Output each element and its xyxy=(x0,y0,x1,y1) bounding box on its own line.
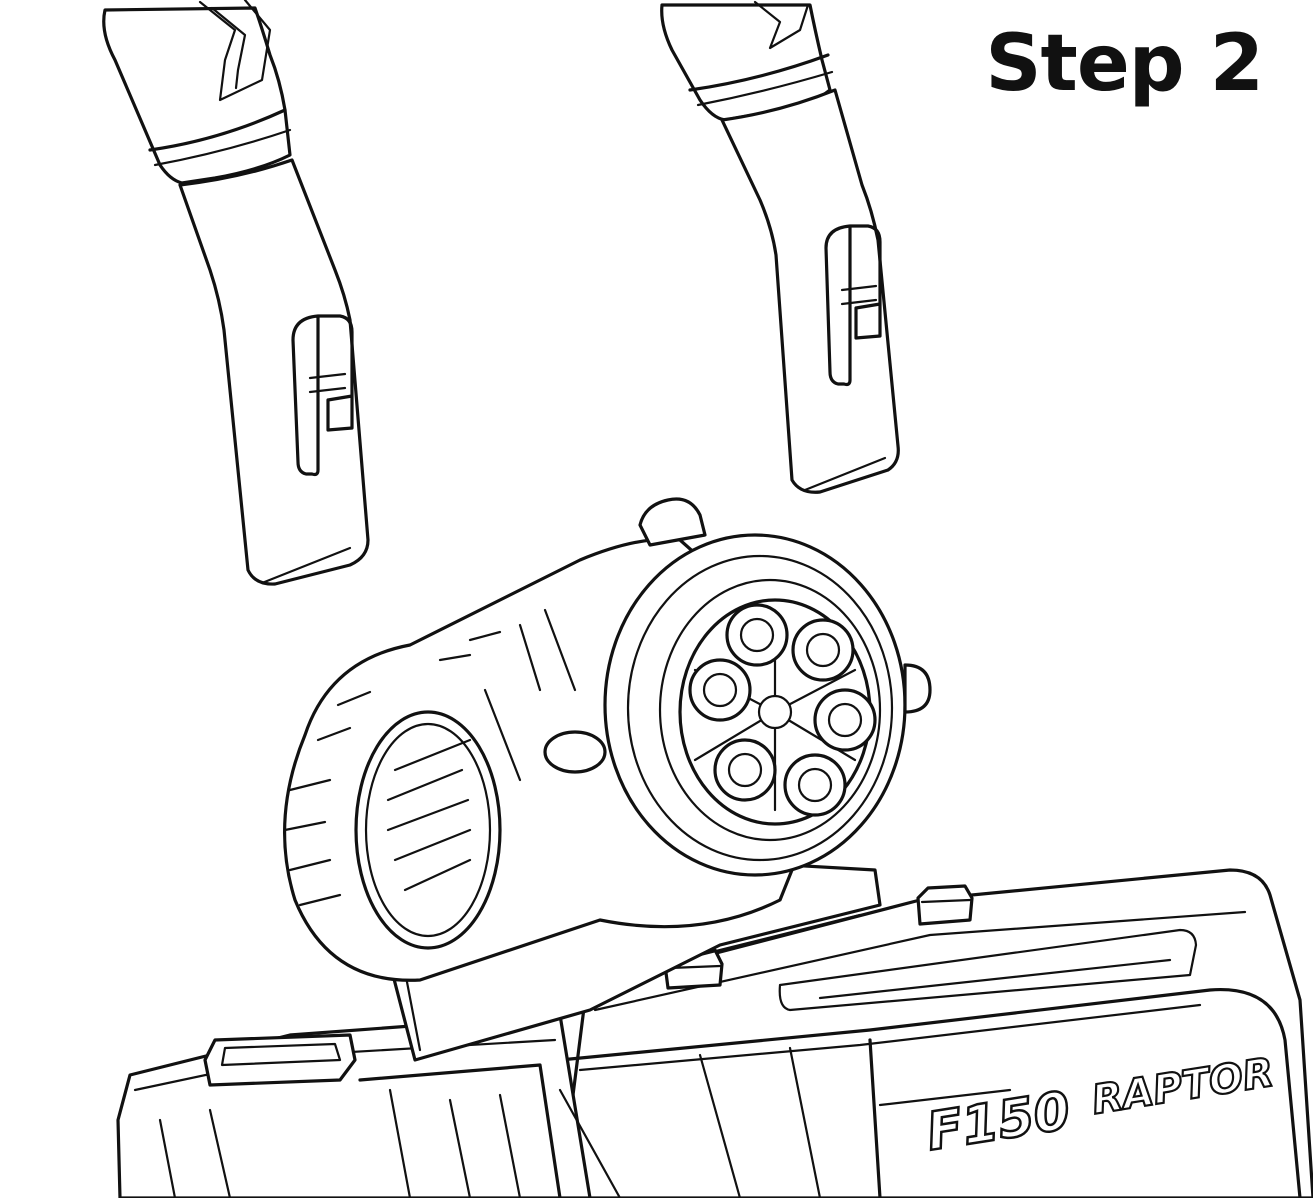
truck-body xyxy=(116,868,1313,1198)
step-title: Step 2 xyxy=(985,19,1264,109)
bubble-cannon xyxy=(282,497,932,1062)
right-arm-part xyxy=(660,0,900,494)
bubble-wand-ring xyxy=(688,603,877,817)
left-arm-part xyxy=(102,0,370,586)
